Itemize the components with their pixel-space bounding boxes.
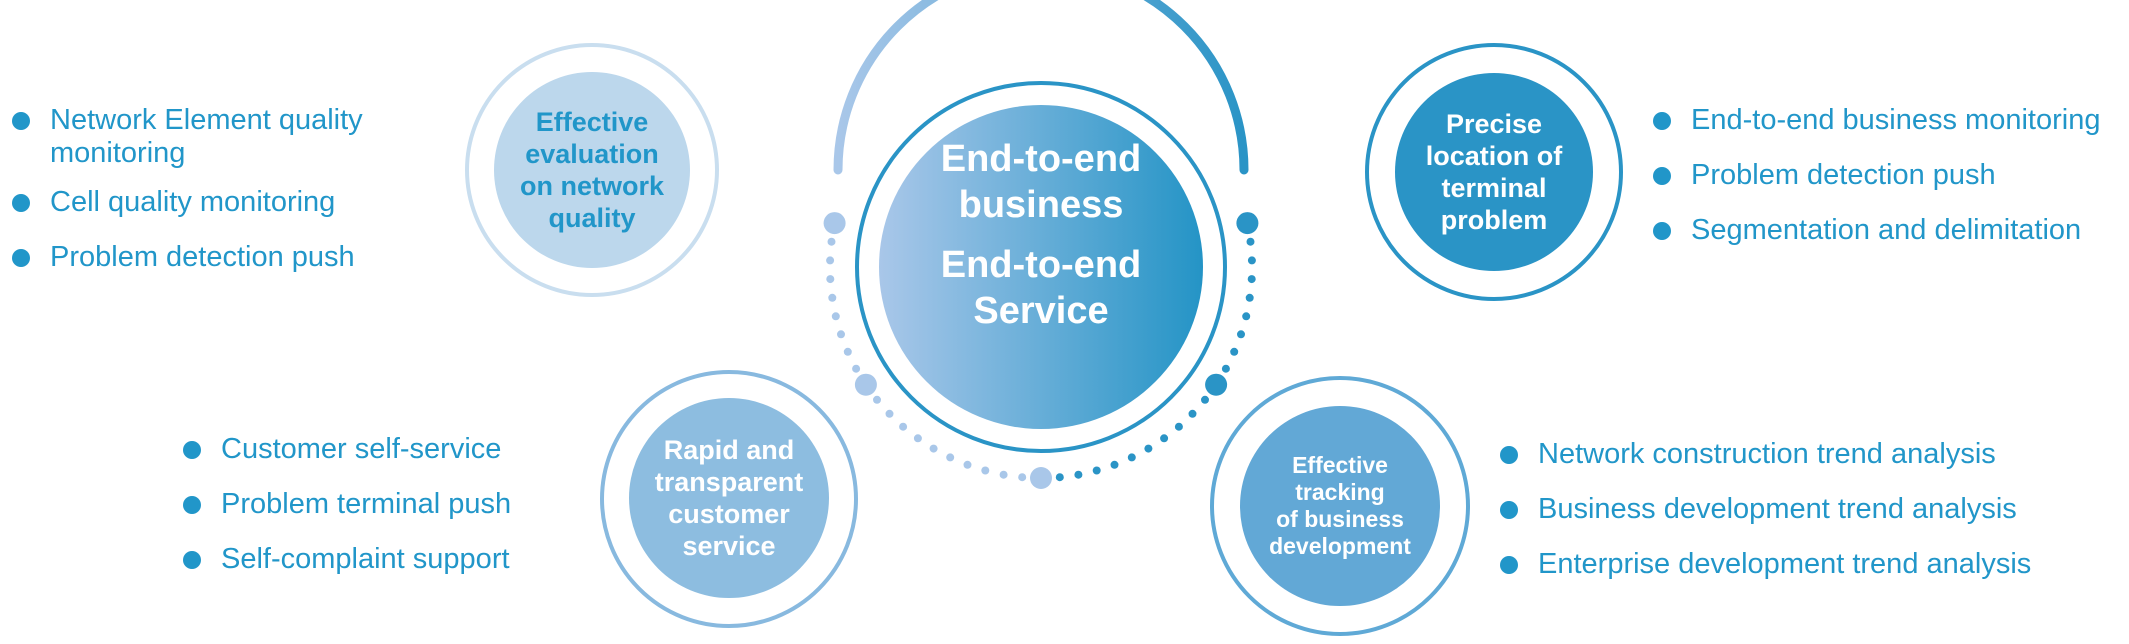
list-item: End-to-end business monitoring	[1653, 104, 2100, 137]
ring-dot	[1127, 453, 1136, 462]
list-item: Network Element quality monitoring	[12, 104, 363, 170]
center-line-1: End-to-end	[940, 138, 1142, 180]
center-circle	[879, 105, 1203, 429]
node-top-right-label: Precise location of terminal problem	[1425, 109, 1563, 235]
list-item: Business development trend analysis	[1500, 493, 2031, 526]
bottom-right-list: Network construction trend analysis Busi…	[1500, 438, 2031, 581]
ring-dot	[1174, 422, 1183, 431]
list-item: Problem detection push	[1653, 159, 2100, 192]
list-item: Customer self-service	[183, 433, 511, 466]
ring-dot-large	[823, 212, 846, 235]
center-ring	[855, 81, 1227, 453]
ring-dot	[831, 312, 840, 321]
list-item: Segmentation and delimitation	[1653, 214, 2100, 247]
ring-dot-large	[1236, 212, 1259, 235]
ring-dot	[826, 275, 835, 284]
ring-dot	[885, 409, 894, 418]
ring-dot	[828, 293, 837, 302]
top-right-list: End-to-end business monitoring Problem d…	[1653, 104, 2100, 247]
dot-ring	[823, 212, 1259, 489]
ring-dot	[1246, 237, 1255, 246]
outer-arc	[833, 0, 1249, 175]
ring-dot	[963, 460, 972, 469]
list-item: Problem terminal push	[183, 488, 511, 521]
ring-dot	[1144, 444, 1153, 453]
list-item: Cell quality monitoring	[12, 186, 363, 219]
node-bottom-left	[629, 398, 829, 598]
ring-dot	[1201, 395, 1209, 404]
node-bottom-left-ring	[600, 370, 858, 628]
ring-dot	[1230, 347, 1239, 356]
ring-dot	[1160, 434, 1169, 443]
ring-dot	[1018, 473, 1027, 482]
node-top-left-ring	[465, 43, 719, 297]
ring-dot	[1242, 312, 1251, 321]
node-top-right-ring	[1365, 43, 1623, 301]
node-bottom-left-label: Rapid and transparent customer service	[654, 435, 804, 561]
node-top-left	[494, 72, 690, 268]
ring-dot	[1245, 293, 1254, 302]
bottom-left-list: Customer self-service Problem terminal p…	[183, 433, 511, 576]
ring-dot	[852, 364, 861, 373]
ring-dot	[929, 444, 938, 453]
node-bottom-right-ring	[1210, 376, 1470, 636]
ring-dot	[1221, 364, 1230, 373]
ring-dot	[1110, 460, 1119, 469]
ring-dot	[981, 466, 990, 475]
ring-dot	[999, 470, 1008, 479]
node-top-right	[1395, 73, 1593, 271]
node-bottom-right-label: Effective tracking of business developme…	[1269, 452, 1411, 559]
ring-dot	[946, 453, 955, 462]
ring-dot	[1188, 409, 1197, 418]
ring-dot	[827, 237, 836, 246]
top-left-list: Network Element quality monitoring Cell …	[12, 104, 363, 274]
center-line-2: business	[958, 184, 1124, 226]
node-top-left-label: Effective evaluation on network quality	[519, 107, 664, 233]
ring-dot	[1055, 473, 1064, 482]
list-item: Self-complaint support	[183, 543, 511, 576]
ring-dot	[913, 434, 922, 443]
center-label: End-to-end business End-to-end Service	[891, 130, 1191, 340]
ring-dot-large	[854, 373, 877, 396]
ring-dot	[899, 422, 908, 431]
ring-dot	[843, 347, 852, 356]
ring-dot	[837, 330, 845, 339]
center-line-4: Service	[973, 290, 1109, 332]
ring-dot	[1237, 330, 1245, 339]
ring-dot	[1247, 275, 1256, 284]
node-bottom-right	[1240, 406, 1440, 606]
list-item: Network construction trend analysis	[1500, 438, 2031, 471]
ring-dot	[1092, 466, 1101, 475]
ring-dot	[873, 395, 881, 404]
ring-dot	[1247, 256, 1256, 265]
ring-dot	[1074, 470, 1083, 479]
center-line-3: End-to-end	[940, 244, 1142, 286]
ring-dot	[826, 256, 835, 265]
ring-dot-large	[1030, 467, 1052, 489]
ring-dot-large	[1205, 373, 1228, 396]
list-item: Problem detection push	[12, 241, 363, 274]
list-item: Enterprise development trend analysis	[1500, 548, 2031, 581]
